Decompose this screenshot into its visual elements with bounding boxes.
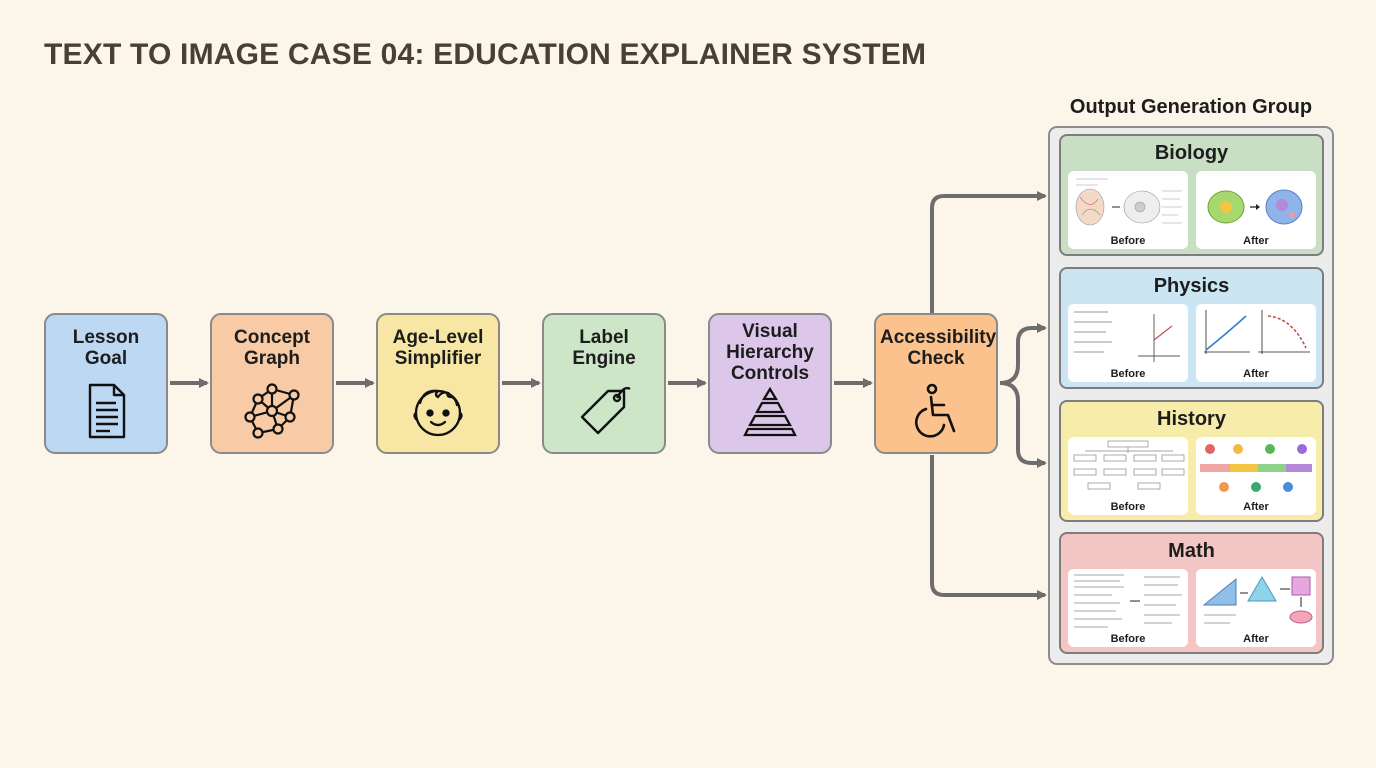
stage-age-level-simplifier: Age-Level Simplifier [376, 313, 500, 454]
stage-label-line: Age-Level [392, 327, 484, 348]
clean-cell-diagram-icon [1207, 189, 1303, 225]
output-group-title: Output Generation Group [1069, 96, 1313, 118]
clean-motion-graph-icon [1204, 310, 1310, 354]
stage-label: Accessibility Check [880, 327, 996, 369]
after-thumbnail: After [1196, 437, 1316, 515]
stage-label-engine: Label Engine [542, 313, 666, 454]
stage-label-line: Check [907, 348, 965, 369]
messy-cell-diagram-icon [1075, 178, 1182, 226]
card-title: Physics [1153, 275, 1230, 297]
stage-label-line: Simplifier [394, 348, 482, 369]
after-label: After [1243, 633, 1269, 645]
card-title: History [1157, 408, 1226, 430]
before-thumbnail: Before [1068, 437, 1188, 515]
stage-label-line: Goal [84, 348, 128, 369]
pyramid-icon [743, 386, 797, 437]
stage-lesson-goal: Lesson Goal [44, 313, 168, 454]
before-thumbnail: Before [1068, 171, 1188, 249]
after-label: After [1243, 501, 1269, 513]
stage-concept-graph: Concept Graph [210, 313, 334, 454]
dense-text-icon [1074, 574, 1182, 628]
stage-label: Lesson Goal [50, 327, 162, 369]
network-graph-icon [244, 383, 300, 439]
stage-label-line: Label [579, 327, 629, 348]
before-label: Before [1110, 633, 1146, 645]
arrow-to-history [999, 381, 1047, 468]
card-title: Biology [1154, 142, 1229, 164]
before-label: Before [1110, 501, 1146, 513]
stage-label: Label Engine [548, 327, 660, 369]
after-thumbnail: After [1196, 171, 1316, 249]
dense-flowchart-icon [1073, 440, 1185, 490]
output-card-math: Math Before Af [1059, 532, 1324, 654]
stage-label-line: Hierarchy [726, 342, 814, 363]
output-card-physics: Physics Before After [1059, 267, 1324, 389]
stage-visual-hierarchy-controls: Visual Hierarchy Controls [708, 313, 832, 454]
timeline-icon [1200, 444, 1312, 492]
stage-label: Concept Graph [216, 327, 328, 369]
arrow-to-math [930, 455, 1047, 600]
arrow-to-physics [999, 323, 1047, 385]
after-label: After [1243, 368, 1269, 380]
document-icon [88, 383, 126, 439]
output-card-biology: Biology Before After [1059, 134, 1324, 256]
stage-label-line: Concept [234, 327, 310, 348]
after-thumbnail: After [1196, 569, 1316, 647]
stage-label-line: Visual [742, 321, 798, 342]
stage-label-line: Accessibility [880, 327, 997, 348]
before-label: Before [1110, 368, 1146, 380]
tag-icon [580, 386, 631, 435]
stage-accessibility-check: Accessibility Check [874, 313, 998, 454]
stage-label-line: Lesson [72, 327, 140, 348]
before-thumbnail: Before [1068, 569, 1188, 647]
after-thumbnail: After [1196, 304, 1316, 382]
stage-label: Age-Level Simplifier [382, 327, 494, 369]
arrow-to-biology [930, 191, 1047, 313]
equations-graph-icon [1074, 311, 1180, 362]
stage-label: Visual Hierarchy Controls [714, 321, 826, 384]
output-card-history: History Before After [1059, 400, 1324, 522]
wheelchair-icon [914, 383, 956, 438]
card-title: Math [1168, 540, 1215, 562]
page-title: TEXT TO IMAGE CASE 04: EDUCATION EXPLAIN… [44, 38, 927, 71]
stage-label-line: Graph [244, 348, 300, 369]
stage-label-line: Engine [572, 348, 636, 369]
stage-label-line: Controls [730, 363, 810, 384]
before-thumbnail: Before [1068, 304, 1188, 382]
before-label: Before [1110, 235, 1146, 247]
shapes-icon [1202, 576, 1313, 624]
after-label: After [1243, 235, 1269, 247]
child-face-icon [413, 389, 463, 437]
